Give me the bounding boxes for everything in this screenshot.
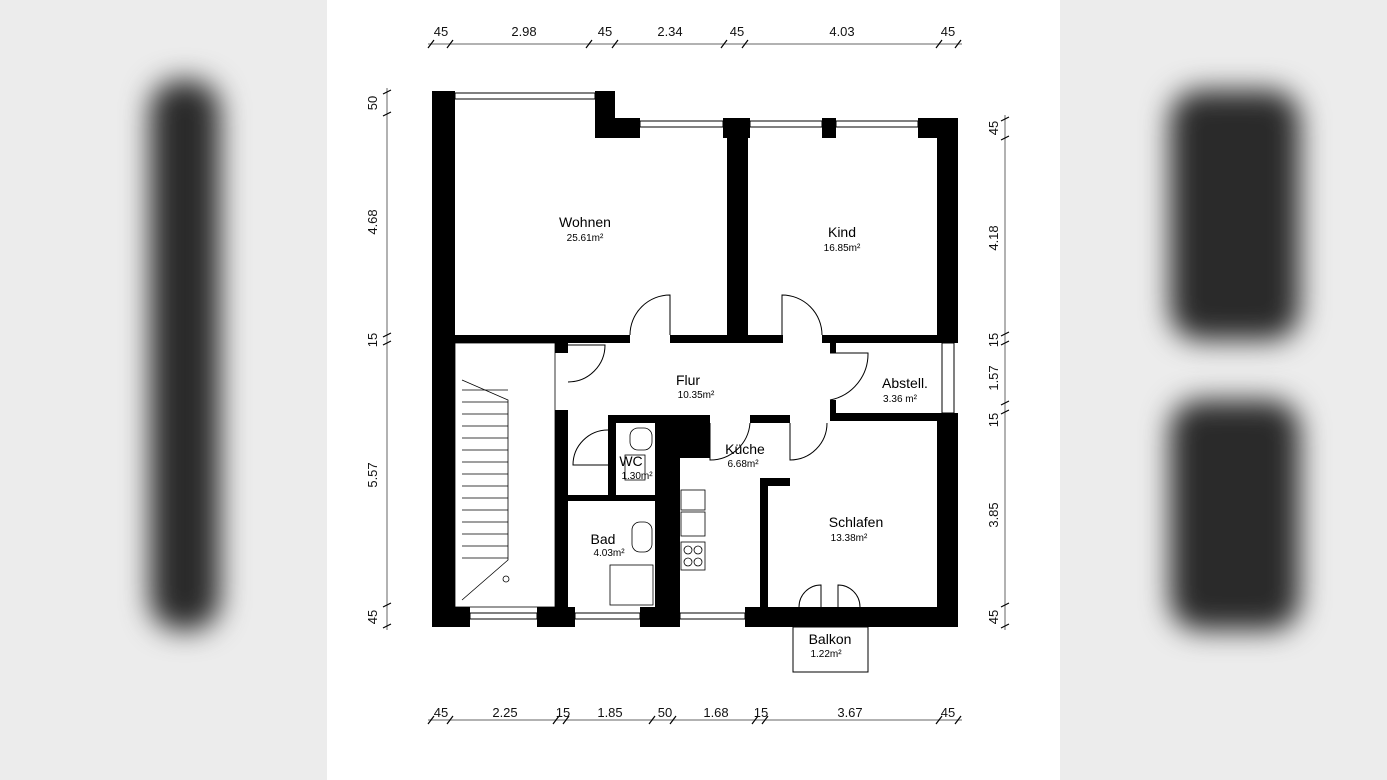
blurred-left-background [0, 0, 327, 780]
room-flur-area: 10.35m² [678, 390, 715, 401]
room-wohnen-area: 25.61m² [567, 233, 604, 244]
room-abstell-name: Abstell. [882, 375, 928, 391]
windows [454, 92, 955, 620]
dim-top-1: 45 [434, 24, 448, 39]
room-balkon-area: 1.22m² [810, 649, 842, 660]
dim-bottom-7: 15 [754, 705, 768, 720]
dim-top-6: 4.03 [829, 24, 854, 39]
dim-top-3: 45 [598, 24, 612, 39]
blurred-right-background [1060, 0, 1387, 780]
dim-bottom-4: 1.85 [597, 705, 622, 720]
room-schlafen-name: Schlafen [829, 514, 883, 530]
balcony-outline [792, 626, 869, 673]
dim-bottom-5: 50 [658, 705, 672, 720]
dim-bottom-1: 45 [434, 705, 448, 720]
room-wc-area: 1.30m² [621, 471, 653, 482]
dimension-lines [386, 43, 1006, 721]
dim-top-7: 45 [941, 24, 955, 39]
dim-bottom-6: 1.68 [703, 705, 728, 720]
room-kueche-area: 6.68m² [727, 459, 759, 470]
dimension-ticks [382, 39, 1010, 725]
dim-left-5: 45 [365, 610, 380, 624]
doors [567, 294, 869, 608]
staircase [454, 342, 556, 608]
room-kind-name: Kind [828, 224, 856, 240]
room-abstell-area: 3.36 m² [883, 394, 918, 405]
dim-right-4: 1.57 [986, 365, 1001, 390]
room-wc-name: WC [619, 453, 642, 469]
room-schlafen-area: 13.38m² [831, 533, 868, 544]
room-wohnen-name: Wohnen [559, 214, 611, 230]
fixtures [609, 427, 706, 606]
room-kind-area: 16.85m² [824, 243, 861, 254]
dim-left-3: 15 [365, 333, 380, 347]
room-kueche-name: Küche [725, 441, 765, 457]
dim-top-2: 2.98 [511, 24, 536, 39]
room-bad-name: Bad [591, 531, 616, 547]
dim-right-7: 45 [986, 610, 1001, 624]
dim-left-2: 4.68 [365, 209, 380, 234]
dim-bottom-8: 3.67 [837, 705, 862, 720]
dim-top-5: 45 [730, 24, 744, 39]
dim-left-1: 50 [365, 96, 380, 110]
dim-bottom-2: 2.25 [492, 705, 517, 720]
room-flur-name: Flur [676, 372, 700, 388]
dim-bottom-9: 45 [941, 705, 955, 720]
dim-right-1: 45 [986, 121, 1001, 135]
dim-top-4: 2.34 [657, 24, 682, 39]
dim-left-4: 5.57 [365, 462, 380, 487]
dim-right-2: 4.18 [986, 225, 1001, 250]
walls [432, 91, 958, 627]
room-balkon-name: Balkon [809, 631, 852, 647]
room-bad-area: 4.03m² [593, 548, 625, 559]
dim-right-5: 15 [986, 413, 1001, 427]
dim-right-6: 3.85 [986, 502, 1001, 527]
dim-bottom-3: 15 [556, 705, 570, 720]
dim-right-3: 15 [986, 333, 1001, 347]
